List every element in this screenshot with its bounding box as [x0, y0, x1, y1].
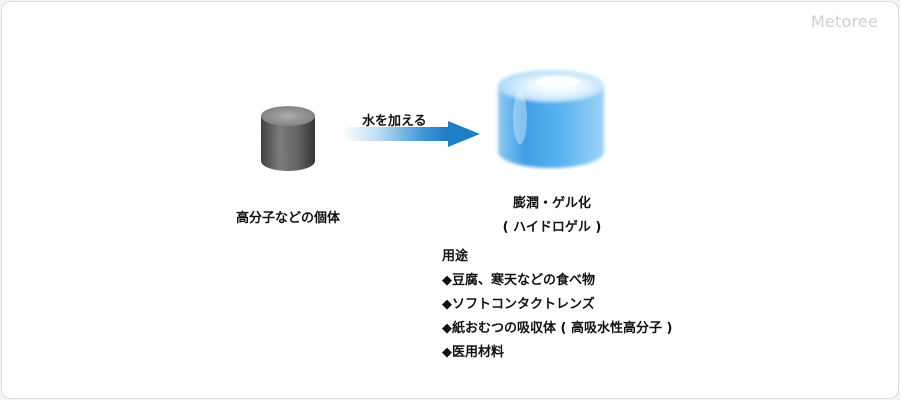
- list-item: ◆豆腐、寒天などの食べ物: [442, 273, 595, 288]
- list-item: ◆医用材料: [442, 345, 504, 360]
- list-item: ◆ソフトコンタクトレンズ: [442, 297, 595, 312]
- after-caption-line2: ( ハイドロゲル ): [502, 220, 602, 235]
- solid-cylinder-icon: [261, 106, 315, 171]
- transform-arrow-icon: [342, 121, 480, 147]
- uses-list: 用途 ◆豆腐、寒天などの食べ物 ◆ソフトコンタクトレンズ ◆紙おむつの吸収体 (…: [442, 245, 672, 365]
- uses-heading: 用途: [442, 249, 469, 264]
- list-item: ◆紙おむつの吸収体 ( 高吸水性高分子 ): [442, 321, 673, 336]
- gel-cylinder-icon: [498, 70, 604, 168]
- brand-logo: Metoree: [810, 12, 878, 31]
- before-caption: 高分子などの個体: [235, 211, 340, 226]
- after-caption: 膨潤・ゲル化 ( ハイドロゲル ): [482, 192, 622, 240]
- process-label: 水を加える: [362, 114, 427, 129]
- after-caption-line1: 膨潤・ゲル化: [512, 196, 591, 211]
